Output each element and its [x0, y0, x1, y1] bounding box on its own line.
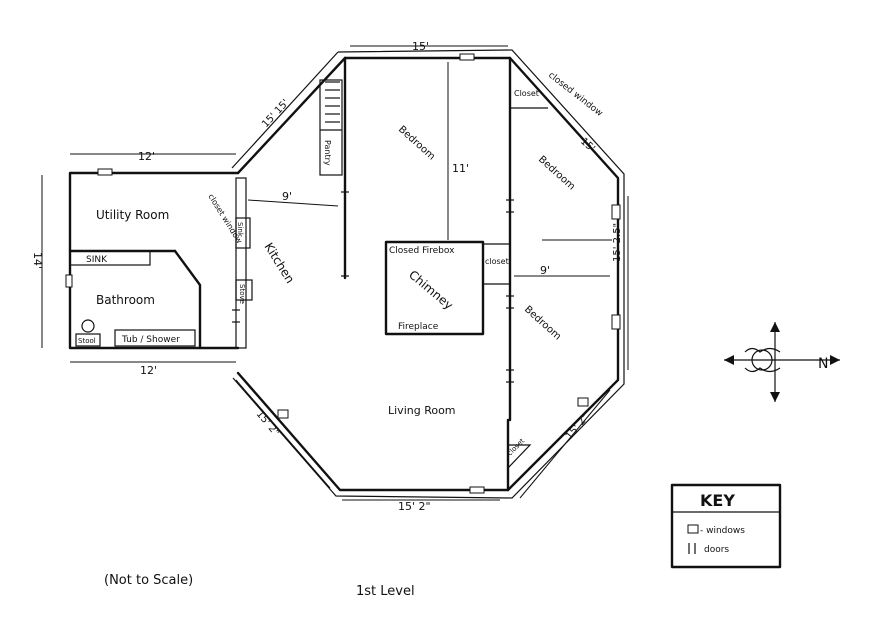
dim-label-bedroom-height: 11' [452, 162, 469, 175]
stove-box [235, 279, 253, 301]
scale-note: (Not to Scale) [104, 573, 193, 588]
octagon-outer-line [232, 49, 625, 499]
key-outline [670, 483, 782, 569]
label-closet-top-right: Closet [514, 89, 539, 98]
sink-counter [69, 250, 151, 266]
window-marker [577, 397, 589, 407]
compass-rose [724, 322, 840, 402]
dim-label-kitchen-width: 9' [282, 190, 292, 203]
label-closed-window-top-right: closed window [546, 70, 604, 118]
key-doors-label: doors [704, 545, 729, 555]
label-closet-window-left: closet window [206, 192, 244, 245]
key-windows-label: - windows [700, 526, 745, 536]
window-marker [277, 409, 289, 419]
compass-arrow-east-icon [830, 355, 840, 365]
kitchen-left-wall [235, 177, 247, 349]
key-window-icon [687, 524, 699, 534]
kitchen-sink-box [235, 217, 251, 249]
label-pantry: Pantry [323, 140, 332, 166]
label-toilet: Stool [78, 337, 96, 345]
dim-label-right-side: 15' 2.5" [612, 223, 623, 262]
label-tub-shower: Tub / Shower [121, 335, 180, 345]
key-box [670, 483, 782, 569]
level-label: 1st Level [356, 584, 415, 599]
bathroom-right-wall [173, 249, 202, 350]
dimension-lower-right [519, 389, 611, 499]
compass-arrow-west-icon [724, 355, 734, 365]
label-stove: Stove [238, 284, 246, 304]
window-marker [611, 204, 621, 220]
addition-walls [68, 171, 247, 350]
pantry-box [319, 79, 343, 176]
window-marker [459, 53, 475, 61]
compass-flourish-icon [744, 347, 781, 373]
label-fireplace: Fireplace [398, 322, 439, 332]
label-closed-firebox: Closed Firebox [389, 246, 455, 256]
dimension-lines [41, 45, 629, 501]
interior-walls [235, 56, 548, 492]
closet-bottom-right-triangle [507, 444, 532, 470]
tub-shower-box [114, 329, 196, 347]
compass-center-icon [751, 349, 773, 371]
dim-label-utility-bottom: 12' [140, 364, 157, 377]
label-sink: SINK [86, 255, 108, 265]
stairs [325, 81, 340, 123]
label-bedroom-right-bottom: Bedroom [522, 304, 563, 342]
dimension-kitchen-width [247, 199, 339, 207]
doors [232, 191, 514, 383]
dim-label-lower-left: 15' 2" [254, 409, 281, 439]
chimney-outline [384, 240, 485, 336]
toilet-tank [75, 333, 101, 347]
window-marker [469, 486, 485, 494]
chimney-block [384, 240, 485, 336]
dim-label-utility-top: 12' [138, 150, 155, 163]
window-marker [97, 168, 113, 176]
key-title: KEY [700, 491, 735, 510]
label-bedroom-right-top: Bedroom [536, 154, 577, 192]
label-living-room: Living Room [388, 404, 456, 417]
label-utility-room: Utility Room [96, 208, 169, 222]
dim-label-lower-right: 15' 2" [564, 412, 591, 442]
dim-label-utility-side: 14' [31, 252, 44, 269]
octagon-wall-upper-left [236, 56, 347, 175]
compass-arrow-north-icon [770, 322, 780, 332]
dim-label-bedroom-width: 9' [540, 264, 550, 277]
dim-label-bottom: 15' 2" [398, 500, 431, 513]
compass-arrow-south-icon [770, 392, 780, 402]
dim-label-upper-left: 15' 15' [260, 98, 291, 130]
label-bedroom-top: Bedroom [396, 124, 437, 162]
label-bathroom: Bathroom [96, 293, 155, 307]
labels: Utility Room SINK Bathroom Stool Tub / S… [31, 40, 828, 599]
window-marker [611, 314, 621, 330]
windows [65, 53, 621, 494]
octagon-outer-line-ul [231, 51, 339, 169]
toilet-bowl-icon [81, 319, 95, 333]
dimension-lower-left [235, 379, 331, 489]
label-closet-center: closet [485, 257, 509, 266]
compass-north-label: N [818, 356, 828, 372]
window-marker [65, 274, 73, 288]
dim-label-top: 15' [412, 40, 429, 53]
label-kitchen: Kitchen [261, 240, 297, 286]
label-kitchen-sink: Sink [236, 222, 244, 238]
label-chimney: Chimney [406, 268, 456, 313]
